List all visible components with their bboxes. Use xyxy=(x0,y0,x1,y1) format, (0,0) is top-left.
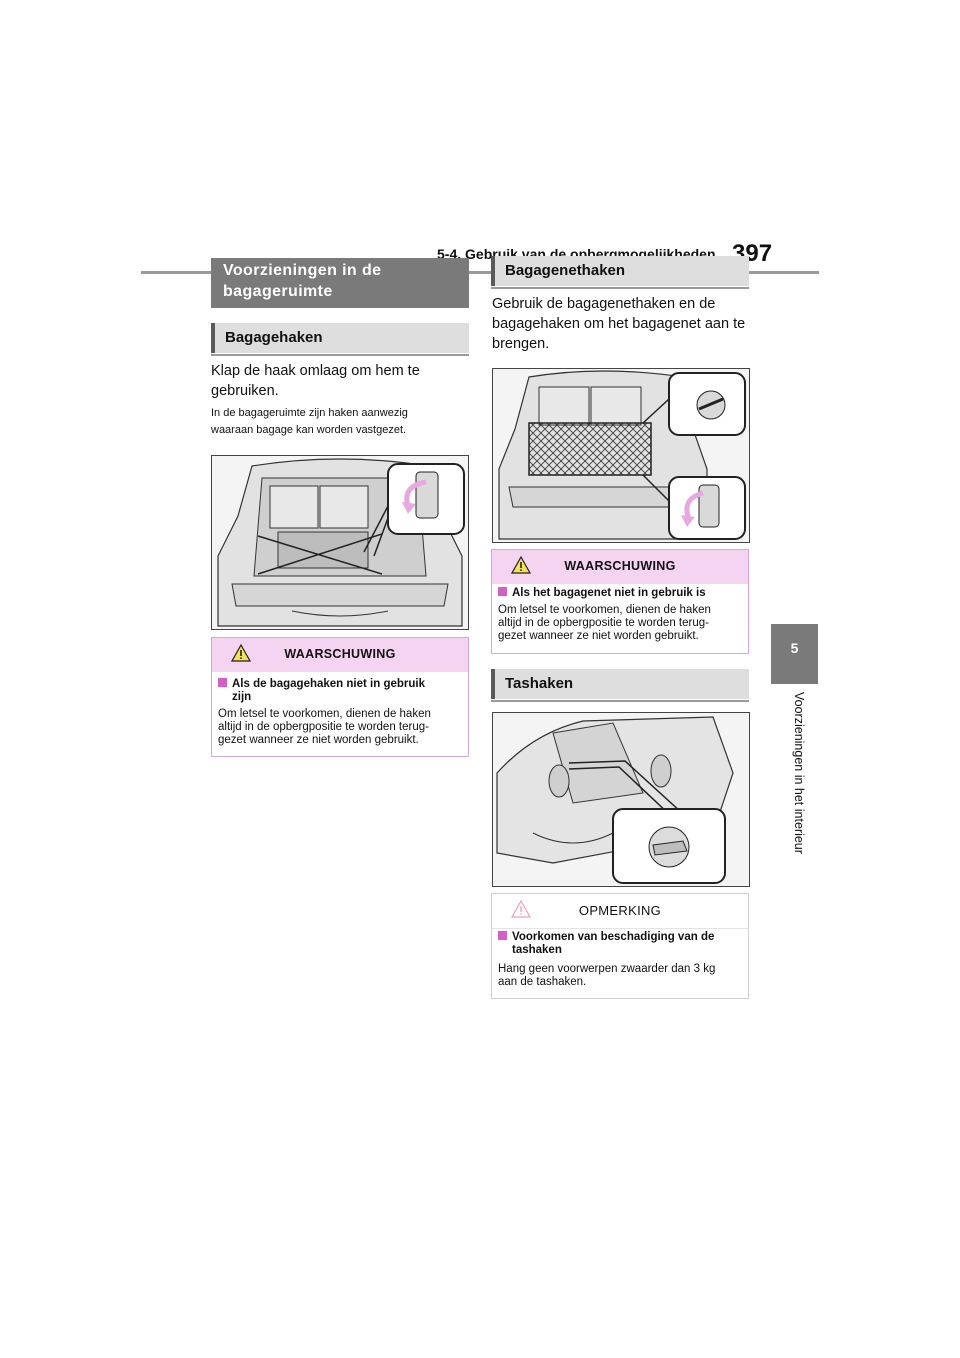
detail-line: waaraan bagage kan worden vastgezet. xyxy=(211,424,407,436)
warning-triangle-icon xyxy=(231,644,251,662)
intro-line: Gebruik de bagagenethaken en de xyxy=(492,296,716,312)
note-item-cont: tashaken xyxy=(512,944,562,956)
chapter-label: Voorzieningen in het interieur xyxy=(792,692,806,854)
warning-triangle-icon xyxy=(511,556,531,574)
note-item: Voorkomen van beschadiging van de xyxy=(498,931,742,944)
intro-line: Klap de haak omlaag om hem te xyxy=(211,363,420,379)
warning-box-hooks: WAARSCHUWING Als de bagagehaken niet in … xyxy=(211,637,469,757)
warning-header: WAARSCHUWING xyxy=(492,550,748,584)
warning-text-line: Om letsel te voorkomen, dienen de haken xyxy=(218,708,431,720)
subheading-bagagenethaken: Bagagenethaken xyxy=(491,256,749,289)
note-triangle-icon xyxy=(511,900,531,918)
warning-item-line: Als het bagagenet niet in gebruik is xyxy=(512,587,706,599)
bullet-square xyxy=(218,678,227,687)
warning-text-line: gezet wanneer ze niet worden gebruikt. xyxy=(218,734,419,746)
note-title: OPMERKING xyxy=(578,903,662,918)
note-item-line: Voorkomen van beschadiging van de xyxy=(512,931,715,943)
warning-box-net: WAARSCHUWING Als het bagagenet niet in g… xyxy=(491,549,749,654)
note-box: OPMERKING Voorkomen van beschadiging van… xyxy=(491,893,749,999)
bullet-square xyxy=(498,587,507,596)
note-header: OPMERKING xyxy=(492,894,748,929)
section-heading-line2: bagageruimte xyxy=(223,283,333,300)
subheading-tashaken: Tashaken xyxy=(491,669,749,702)
detail-line: In de bagageruimte zijn haken aanwezig xyxy=(211,407,408,419)
warning-title: WAARSCHUWING xyxy=(564,559,676,573)
warning-text: Om letsel te voorkomen, dienen de haken … xyxy=(498,604,742,643)
section-heading-line1: Voorzieningen in de xyxy=(223,262,382,279)
warning-item-line: Als de bagagehaken niet in gebruik xyxy=(232,678,425,690)
note-text-line: aan de tashaken. xyxy=(498,976,587,988)
warning-item: Als het bagagenet niet in gebruik is xyxy=(498,587,742,600)
detail-text: In de bagageruimte zijn haken aanwezig w… xyxy=(211,405,469,439)
warning-item: Als de bagagehaken niet in gebruik xyxy=(218,678,462,691)
intro-line: gebruiken. xyxy=(211,383,279,399)
warning-text: Om letsel te voorkomen, dienen de haken … xyxy=(218,708,462,747)
luggage-hooks-drawing xyxy=(212,456,468,629)
warning-text-line: altijd in de opbergpositie te worden ter… xyxy=(218,721,429,733)
intro-line: brengen. xyxy=(492,336,550,352)
warning-text-line: gezet wanneer ze niet worden gebruikt. xyxy=(498,630,699,642)
bullet-square xyxy=(498,931,507,940)
intro-text: Klap de haak omlaag om hem te gebruiken. xyxy=(211,361,469,401)
chapter-number: 5 xyxy=(790,640,799,656)
warning-text-line: Om letsel te voorkomen, dienen de haken xyxy=(498,604,711,616)
bag-hooks-drawing xyxy=(493,713,749,886)
intro-text-net: Gebruik de bagagenethaken en de bagageha… xyxy=(492,294,750,354)
note-text-line: Hang geen voorwerpen zwaarder dan 3 kg xyxy=(498,963,716,975)
warning-text-line: altijd in de opbergpositie te worden ter… xyxy=(498,617,709,629)
note-text: Hang geen voorwerpen zwaarder dan 3 kg a… xyxy=(498,963,742,989)
cargo-net-drawing xyxy=(493,369,749,542)
warning-header: WAARSCHUWING xyxy=(212,638,468,672)
illustration-cargo-net xyxy=(492,368,750,543)
subheading-bagagehaken: Bagagehaken xyxy=(211,323,469,356)
warning-title: WAARSCHUWING xyxy=(284,647,396,661)
section-heading: Voorzieningen in de bagageruimte xyxy=(211,258,469,308)
header-rule xyxy=(141,271,819,274)
chapter-tab xyxy=(771,624,818,684)
illustration-bag-hooks xyxy=(492,712,750,887)
intro-line: bagagehaken om het bagagenet aan te xyxy=(492,316,746,332)
illustration-luggage-hooks xyxy=(211,455,469,630)
warning-item-cont: zijn xyxy=(232,691,252,703)
